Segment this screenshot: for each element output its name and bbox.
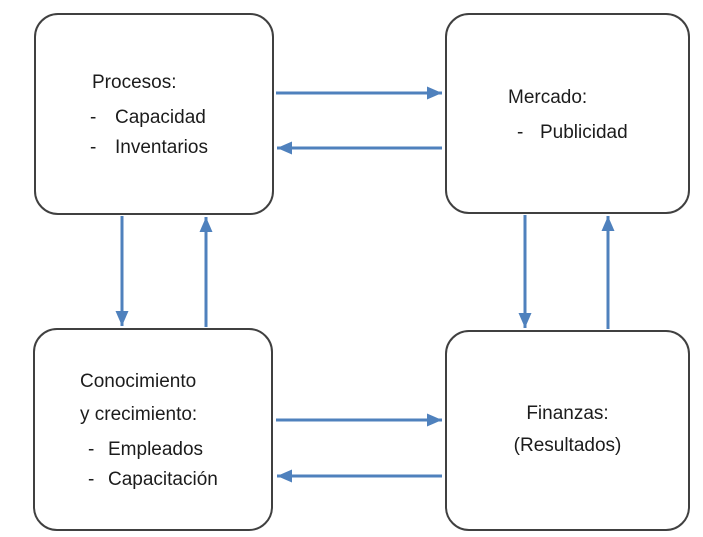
box-procesos: Procesos: - Capacidad - Inventarios	[34, 13, 274, 215]
list-item: - Capacidad	[90, 103, 264, 133]
list-item: - Empleados	[88, 435, 263, 465]
box-finanzas: Finanzas: (Resultados)	[445, 330, 690, 531]
box-mercado: Mercado: - Publicidad	[445, 13, 690, 214]
procesos-title: Procesos:	[92, 72, 177, 93]
conocimiento-title-line1: Conocimiento	[80, 371, 197, 392]
bullet-dash: -	[90, 107, 97, 128]
conocimiento-title: Conocimiento y crecimiento:	[80, 365, 263, 431]
item-label: Capacidad	[115, 107, 206, 128]
finanzas-title: Finanzas:	[526, 403, 609, 424]
box-conocimiento: Conocimiento y crecimiento: - Empleados …	[33, 328, 273, 531]
bullet-dash: -	[90, 137, 97, 158]
mercado-title: Mercado:	[508, 87, 588, 108]
item-label: Inventarios	[115, 137, 208, 158]
list-item: - Inventarios	[90, 133, 264, 163]
bullet-dash: -	[88, 469, 95, 490]
bullet-dash: -	[88, 439, 95, 460]
item-label: Empleados	[108, 439, 204, 460]
list-item: - Capacitación	[88, 465, 263, 495]
bullet-dash: -	[517, 122, 524, 143]
list-item: - Publicidad	[517, 118, 680, 148]
item-label: Publicidad	[540, 122, 628, 143]
finanzas-subtitle: (Resultados)	[513, 435, 622, 456]
conocimiento-title-line2: y crecimiento:	[80, 404, 198, 425]
item-label: Capacitación	[108, 469, 218, 490]
